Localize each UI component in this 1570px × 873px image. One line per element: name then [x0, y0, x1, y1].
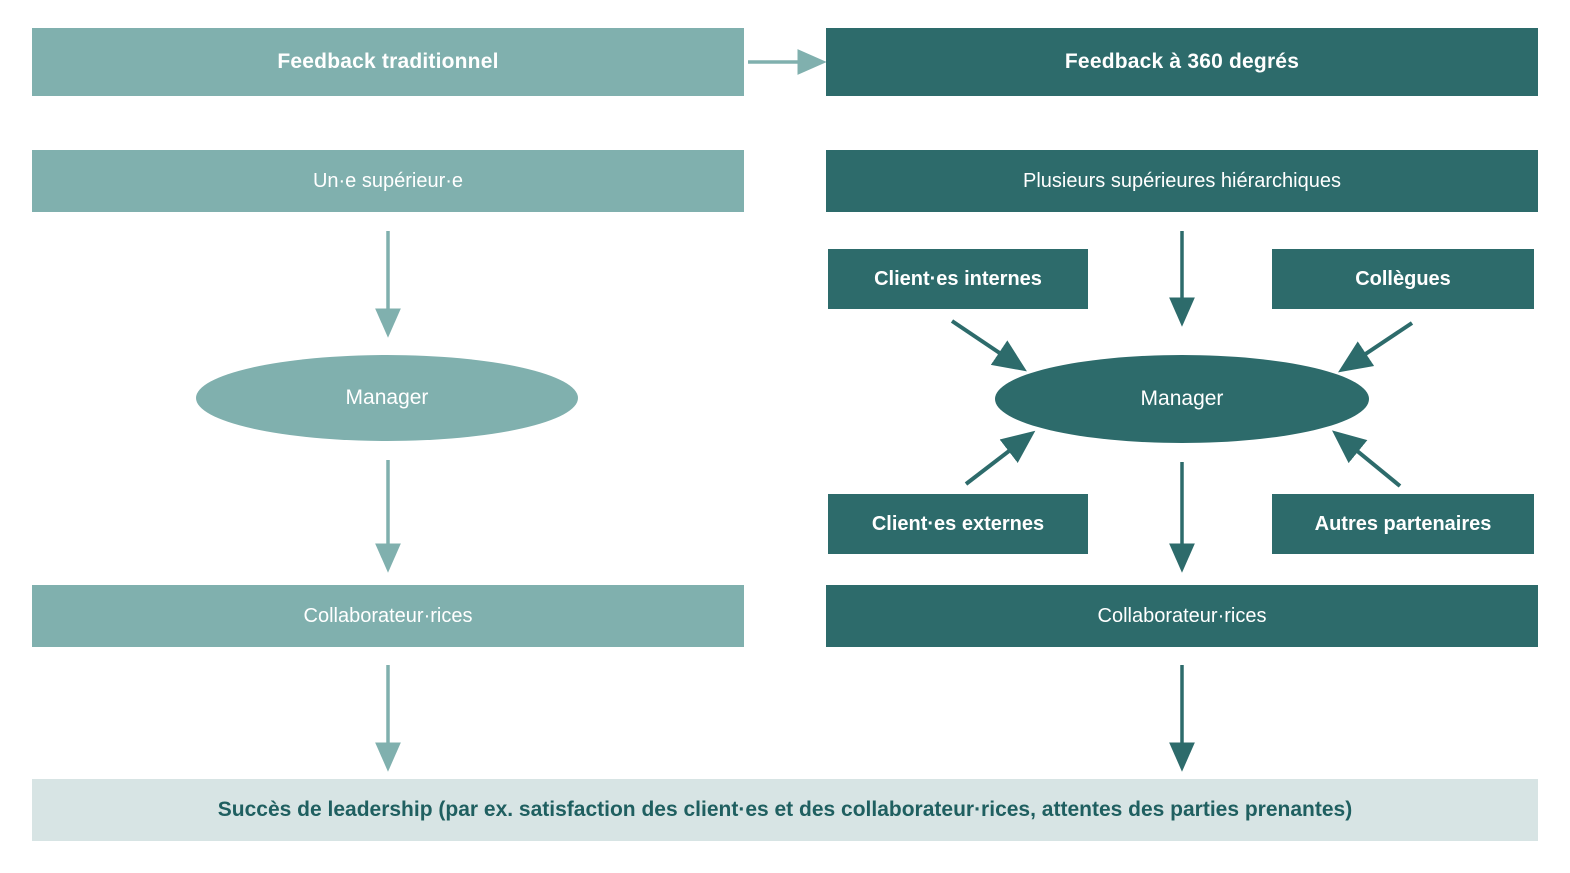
arrow-partners-to-manager	[1331, 430, 1402, 488]
node-right-source-label: Plusieurs supérieures hiérarchiques	[1023, 170, 1341, 192]
node-right-target-label: Collaborateur·rices	[1097, 605, 1267, 627]
header-traditional-feedback-label: Feedback traditionnel	[277, 50, 499, 74]
node-external-clients: Client·es externes	[828, 494, 1088, 554]
header-traditional-feedback: Feedback traditionnel	[32, 28, 744, 96]
arrow-colleagues-to-manager	[1338, 321, 1414, 373]
node-other-partners: Autres partenaires	[1272, 494, 1534, 554]
header-360-feedback: Feedback à 360 degrés	[826, 28, 1538, 96]
node-internal-clients-label: Client·es internes	[874, 268, 1042, 290]
arrow-external-clients-to-manager	[964, 430, 1036, 486]
footer-leadership-success-label: Succès de leadership (par ex. satisfacti…	[217, 798, 1353, 822]
node-right-manager-label: Manager	[1140, 387, 1224, 410]
node-left-target: Collaborateur·rices	[32, 585, 744, 647]
node-left-manager: Manager	[196, 355, 578, 441]
node-right-target: Collaborateur·rices	[826, 585, 1538, 647]
node-left-source: Un·e supérieur·e	[32, 150, 744, 212]
arrow-internal-clients-to-manager	[950, 319, 1027, 372]
node-external-clients-label: Client·es externes	[871, 513, 1045, 535]
header-360-feedback-label: Feedback à 360 degrés	[1064, 50, 1300, 74]
node-left-source-label: Un·e supérieur·e	[312, 170, 464, 192]
node-left-target-label: Collaborateur·rices	[303, 605, 473, 627]
node-internal-clients: Client·es internes	[828, 249, 1088, 309]
node-right-manager: Manager	[995, 355, 1369, 443]
node-right-source: Plusieurs supérieures hiérarchiques	[826, 150, 1538, 212]
node-other-partners-label: Autres partenaires	[1314, 513, 1492, 535]
node-left-manager-label: Manager	[345, 386, 429, 409]
node-colleagues-label: Collègues	[1355, 268, 1451, 290]
node-colleagues: Collègues	[1272, 249, 1534, 309]
footer-leadership-success: Succès de leadership (par ex. satisfacti…	[32, 779, 1538, 841]
